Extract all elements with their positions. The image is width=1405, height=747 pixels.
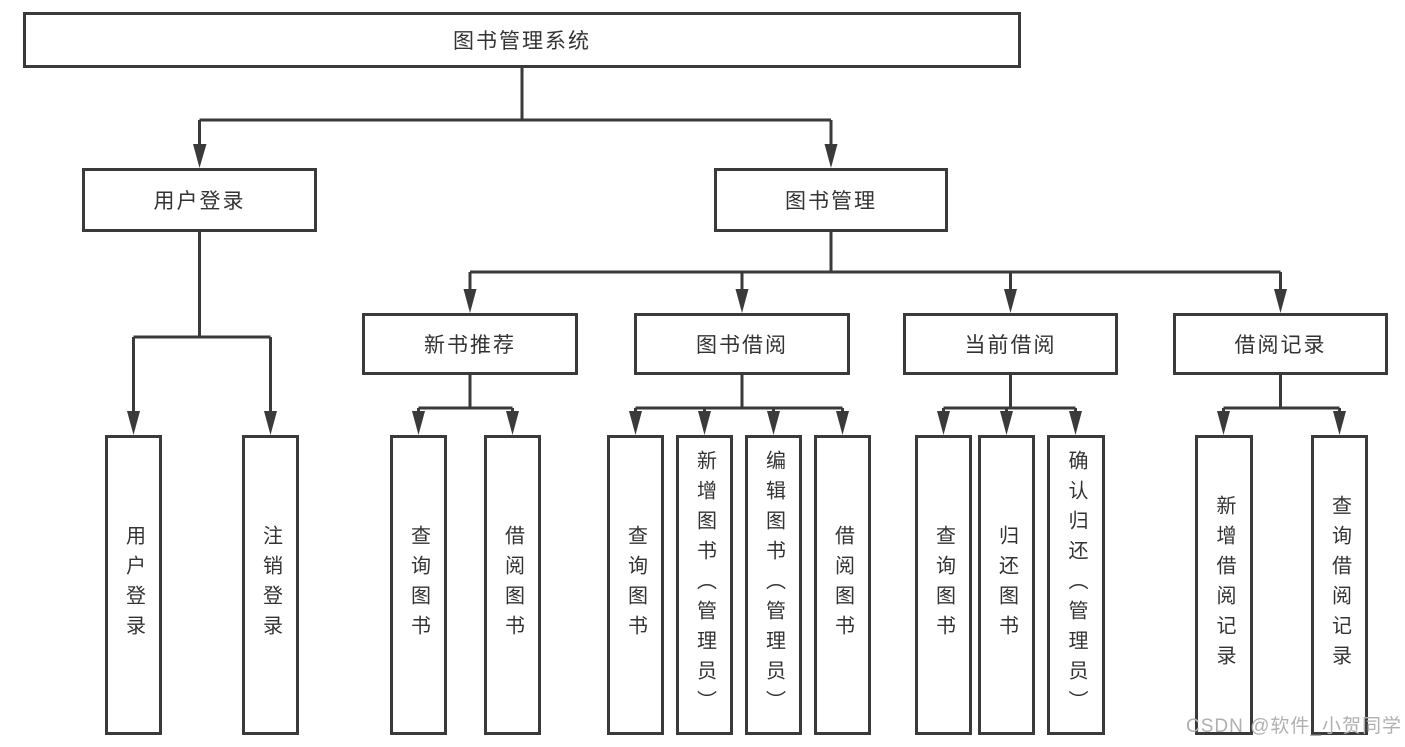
leaf-add-borrow-record: 新增借阅记录 [1195,435,1253,735]
connector-current-borrowing-to-leaves [937,375,1082,435]
node-borrowing-records: 借阅记录 [1173,313,1388,375]
leaf-query-borrow-record: 查询借阅记录 [1311,435,1368,735]
node-book-borrowing: 图书借阅 [634,313,850,375]
node-new-book-recommend: 新书推荐 [362,313,578,375]
leaf-logout-login: 注销登录 [242,435,299,735]
connector-borrowing-records-to-leaves [1217,375,1346,435]
leaf-edit-book-admin: 编辑图书（管理员） [745,435,802,735]
leaf-return-books: 归还图书 [978,435,1035,735]
leaf-query-books: 查询图书 [390,435,447,735]
node-library-system: 图书管理系统 [23,12,1021,68]
leaf-query-books: 查询图书 [915,435,972,735]
connector-new-book-recommend-to-leaves [412,375,519,435]
leaf-borrow-books: 借阅图书 [484,435,541,735]
leaf-add-book-admin: 新增图书（管理员） [676,435,733,735]
leaf-confirm-return-admin: 确认归还（管理员） [1047,435,1105,735]
connector-root-to-level2 [193,68,838,168]
leaf-borrow-books: 借阅图书 [814,435,871,735]
connector-user-login-to-leaves [127,232,277,435]
connector-book-borrowing-to-leaves [629,375,849,435]
node-book-management: 图书管理 [714,168,948,232]
leaf-user-login: 用户登录 [105,435,162,735]
connector-book-management-to-level3 [463,232,1287,313]
leaf-query-books: 查询图书 [607,435,664,735]
node-user-login: 用户登录 [82,168,317,232]
node-current-borrowing: 当前借阅 [903,313,1118,375]
watermark: CSDN @软件_小贺同学 [1186,716,1402,737]
